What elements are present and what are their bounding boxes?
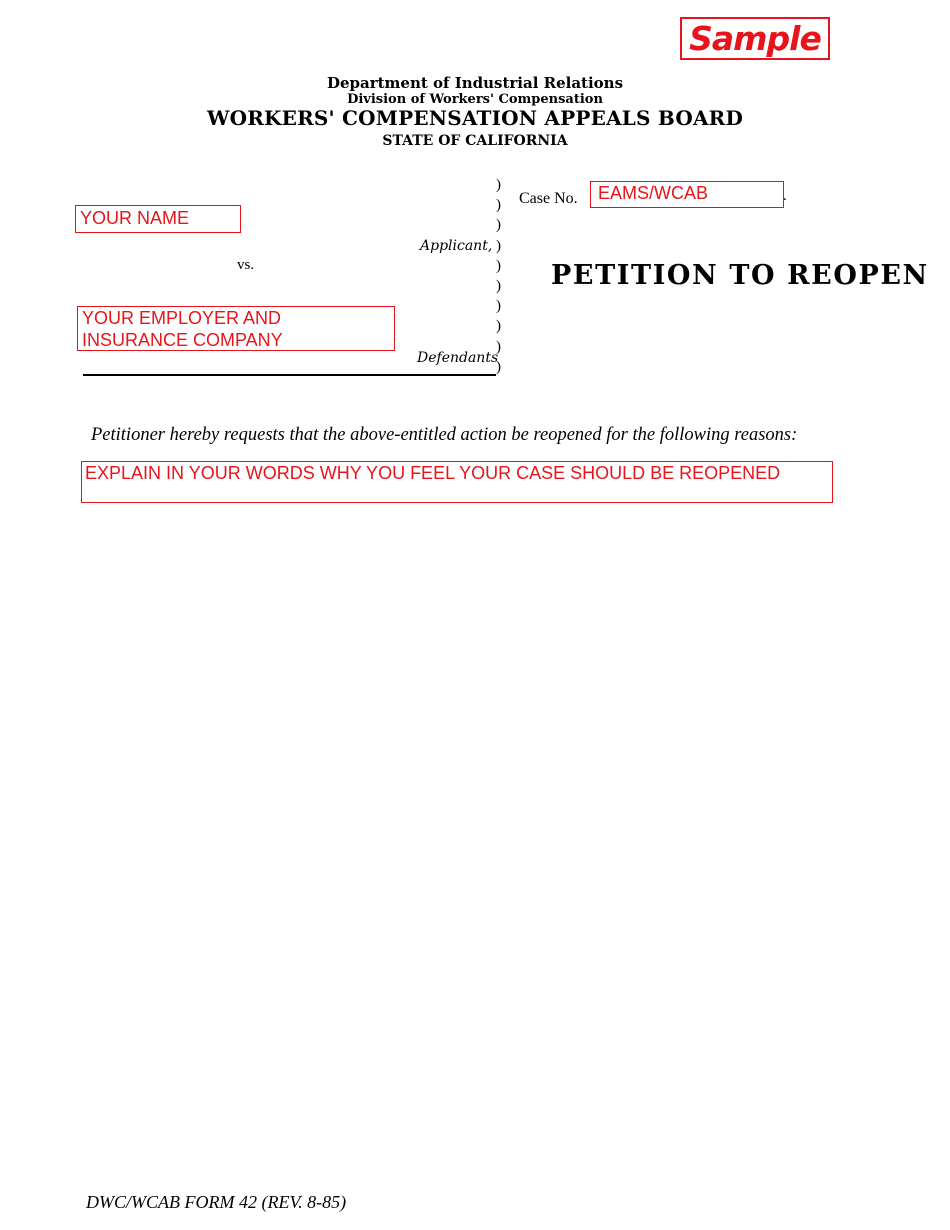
paren: )	[496, 217, 501, 234]
paren: )	[496, 237, 501, 254]
defendants-field-line2: INSURANCE COMPANY	[82, 330, 283, 350]
board-heading: WORKERS' COMPENSATION APPEALS BOARD	[206, 106, 744, 130]
case-number-tick: .	[783, 188, 787, 204]
sample-stamp: Sample	[680, 17, 830, 60]
paren: )	[496, 338, 501, 355]
paren: )	[496, 257, 501, 274]
vs-label: vs.	[237, 257, 255, 273]
paren: )	[496, 318, 501, 335]
state-heading: STATE OF CALIFORNIA	[382, 133, 568, 149]
paren: )	[496, 298, 501, 315]
form-identifier: DWC/WCAB FORM 42 (REV. 8-85)	[86, 1192, 347, 1212]
caption-paren-column: ) ) ) ) ) ) ) ) ) )	[496, 175, 506, 377]
petition-request-text: Petitioner hereby requests that the abov…	[91, 425, 798, 445]
sample-stamp-text: Sample	[689, 19, 822, 58]
division-heading: Division of Workers' Compensation	[347, 92, 603, 107]
paren: )	[496, 197, 501, 214]
paren: )	[496, 177, 501, 193]
applicant-label: Applicant,	[420, 238, 493, 254]
department-heading: Department of Industrial Relations	[326, 74, 624, 92]
defendants-label: Defendants	[417, 350, 499, 366]
paren: )	[496, 277, 501, 294]
paren: )	[496, 358, 501, 375]
caption-rule	[83, 374, 496, 376]
case-number-label: Case No.	[519, 190, 578, 207]
document-title: PETITION TO REOPEN	[551, 260, 929, 291]
applicant-name-field[interactable]: YOUR NAME	[75, 205, 241, 233]
reasons-field[interactable]: EXPLAIN IN YOUR WORDS WHY YOU FEEL YOUR …	[81, 461, 833, 503]
defendants-field-line1: YOUR EMPLOYER AND	[82, 308, 282, 328]
defendants-field[interactable]: YOUR EMPLOYER AND INSURANCE COMPANY	[77, 306, 395, 351]
case-number-field[interactable]: EAMS/WCAB	[590, 181, 784, 208]
